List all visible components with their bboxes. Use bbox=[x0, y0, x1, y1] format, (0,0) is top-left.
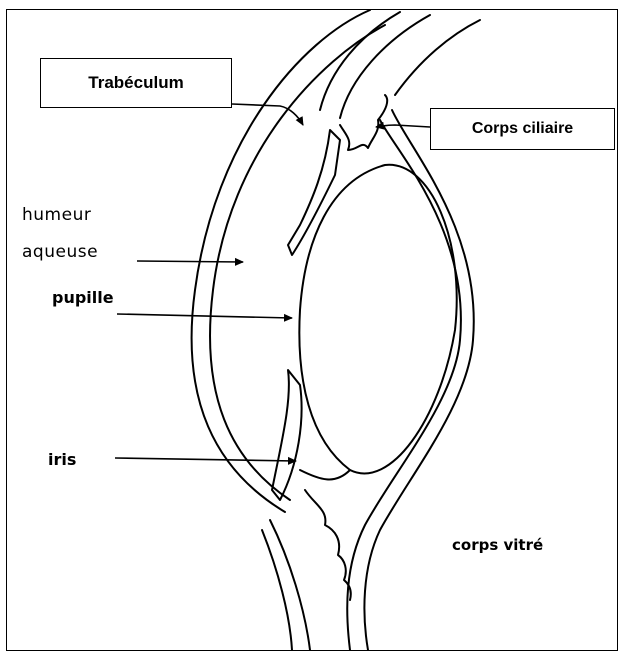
humeur-aqueuse-arrow bbox=[137, 261, 243, 262]
zonule-lower bbox=[300, 470, 350, 479]
trabeculum-label: Trabéculum bbox=[40, 58, 232, 108]
ciliary-body-lower bbox=[305, 490, 351, 600]
sclera-right-line-3 bbox=[364, 110, 473, 650]
sclera-top-line-1 bbox=[320, 12, 400, 110]
lower-iris bbox=[272, 370, 302, 500]
corps-ciliaire-label: Corps ciliaire bbox=[430, 108, 615, 150]
sclera-right-line-1 bbox=[395, 20, 480, 95]
iris-label: iris bbox=[48, 450, 76, 469]
aqueuse-label: aqueuse bbox=[22, 242, 98, 262]
pupille-label: pupille bbox=[52, 288, 114, 307]
corps-vitre-label: corps vitré bbox=[452, 536, 543, 554]
trabeculum-arrow bbox=[232, 104, 303, 125]
lens bbox=[299, 165, 456, 474]
pupille-arrow bbox=[117, 314, 292, 318]
humeur-label: humeur bbox=[22, 205, 91, 225]
sclera-top-line-2 bbox=[340, 15, 430, 118]
sclera-bottom-line-2 bbox=[262, 530, 292, 650]
iris-arrow bbox=[115, 458, 296, 461]
ciliary-body-upper bbox=[340, 95, 387, 150]
